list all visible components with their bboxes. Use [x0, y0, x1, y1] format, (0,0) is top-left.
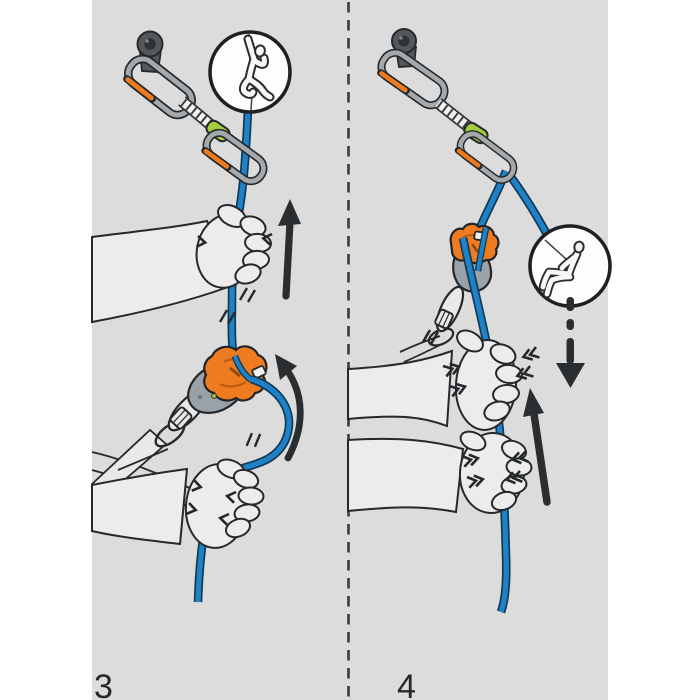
dashed-down-arrow-icon	[556, 297, 585, 388]
step-4-label: 4	[397, 668, 416, 700]
brake-hand	[91, 458, 265, 549]
lower-carabiner-icon	[454, 130, 518, 184]
upper-grip-hand	[91, 204, 272, 324]
up-arrow-icon	[523, 388, 551, 506]
diagram-background	[92, 0, 608, 700]
climber-sitting-icon	[528, 224, 612, 308]
harness-belay-loop	[399, 285, 465, 363]
lower-carabiner-icon	[201, 128, 268, 186]
step-3-label: 3	[94, 668, 113, 700]
belay-device-icon	[187, 345, 268, 414]
screwgate-carabiner-icon	[434, 285, 465, 333]
panel-step-3: 3	[90, 30, 304, 700]
quickdraw-sling	[434, 98, 474, 133]
curved-up-arrow-icon	[275, 354, 304, 462]
panel-step-4: 4	[347, 28, 612, 700]
lower-grip-hand	[347, 430, 533, 514]
up-arrow-icon	[278, 199, 301, 300]
quickdraw-sling	[178, 96, 216, 131]
quickdraw-icon	[377, 28, 518, 184]
climber-ascending-icon	[208, 30, 292, 114]
quickdraw-icon	[123, 30, 268, 186]
